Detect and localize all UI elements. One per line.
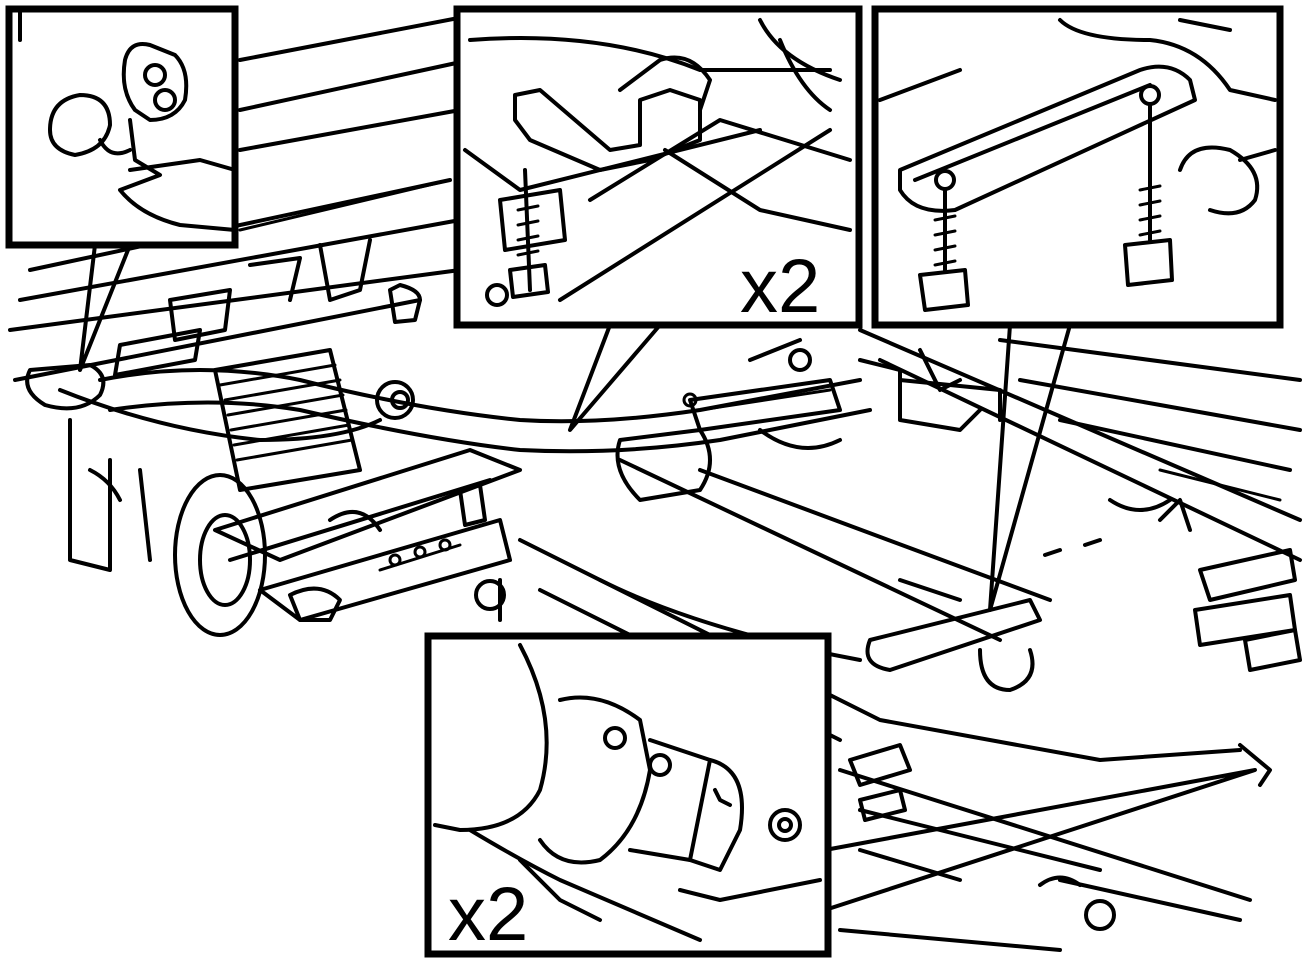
callout-rubber-hanger — [5, 5, 239, 249]
callout-flange-joint: x2 — [424, 632, 832, 958]
bolt-right-head — [1123, 238, 1174, 287]
quantity-label: x2 — [448, 872, 528, 957]
bracket-plate — [898, 64, 1197, 213]
bolt-shank — [523, 168, 532, 292]
callout-mounting-bracket — [871, 5, 1284, 329]
bolt-head — [508, 263, 550, 299]
vehicle-underbody — [8, 8, 1302, 952]
leader-lines — [78, 243, 1257, 912]
rubber-hanger — [121, 42, 189, 122]
callout-bracket-bolts: x2 — [453, 5, 863, 329]
flange-nut — [768, 808, 802, 842]
quantity-label: x2 — [740, 244, 820, 329]
hanger-ring — [48, 93, 112, 157]
bolt-left-head — [918, 268, 970, 312]
